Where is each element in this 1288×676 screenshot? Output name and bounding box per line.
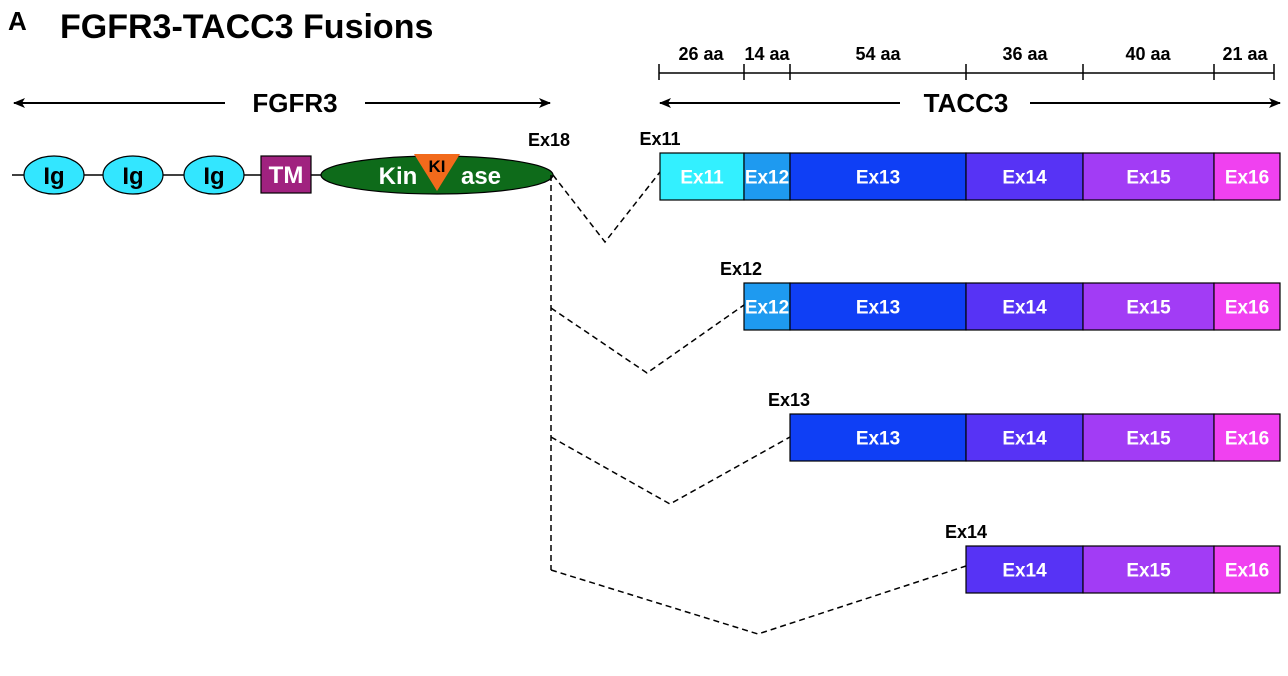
panel-letter: A xyxy=(8,6,27,36)
aa-length-label: 21 aa xyxy=(1222,44,1268,64)
kinase-insert-label: KI xyxy=(429,157,446,176)
exon-label-ex12: Ex12 xyxy=(745,298,789,319)
kinase-domain-label-right: ase xyxy=(461,163,501,190)
ig-domain-3-label: Ig xyxy=(203,163,224,190)
exon-label-ex14: Ex14 xyxy=(1002,561,1047,582)
figure-title: FGFR3-TACC3 Fusions xyxy=(60,8,433,46)
tm-domain-label: TM xyxy=(269,162,304,189)
exon-block-ex16 xyxy=(1213,545,1281,594)
exon-label-ex16: Ex16 xyxy=(1225,429,1269,450)
exon-block-ex14 xyxy=(965,152,1084,201)
ig-domain-2-label: Ig xyxy=(122,163,143,190)
exon-block-ex16 xyxy=(1213,152,1281,201)
exon-label-ex13: Ex13 xyxy=(856,429,900,450)
junction-line-ex14 xyxy=(550,565,967,635)
junction-exon-label: Ex11 xyxy=(639,129,680,149)
aa-ruler: 26 aa 14 aa 54 aa 36 aa 40 aa 21 aa xyxy=(658,44,1275,80)
exon-block-ex15 xyxy=(1082,282,1215,331)
junction-exon-label: Ex13 xyxy=(768,390,810,410)
exon-block-ex12 xyxy=(743,152,791,201)
aa-length-label: 40 aa xyxy=(1125,44,1171,64)
exon-block-ex13 xyxy=(789,413,967,462)
junction-line-ex12 xyxy=(550,304,745,374)
exon-block-ex14 xyxy=(965,413,1084,462)
exon-block-ex13 xyxy=(789,282,967,331)
exon-label-ex15: Ex15 xyxy=(1126,168,1171,189)
exon-label-ex14: Ex14 xyxy=(1002,298,1047,319)
ig-domain-1-label: Ig xyxy=(43,163,64,190)
aa-length-label: 26 aa xyxy=(678,44,724,64)
exon-label-ex14: Ex14 xyxy=(1002,168,1047,189)
exon-label-ex16: Ex16 xyxy=(1225,298,1269,319)
fgfr3-span: FGFR3 xyxy=(13,88,551,118)
ig-domain-2 xyxy=(102,155,164,195)
exon-label-ex15: Ex15 xyxy=(1126,298,1171,319)
exon-label-ex13: Ex13 xyxy=(856,168,900,189)
exon-label-ex14: Ex14 xyxy=(1002,429,1047,450)
kinase-insert-marker xyxy=(414,154,460,191)
tm-domain xyxy=(260,155,312,194)
exon-block-ex11 xyxy=(659,152,745,201)
fgfr3-protein: Ig Ig Ig TM Kin ase KI Ex18 xyxy=(12,130,570,195)
ig-domain-1 xyxy=(23,155,85,195)
kinase-domain-label-left: Kin xyxy=(379,163,418,190)
fusion-junction-lines xyxy=(550,171,967,635)
junction-line-ex13 xyxy=(550,436,791,505)
exon-label-ex11: Ex11 xyxy=(680,168,724,189)
exon-label-ex13: Ex13 xyxy=(856,298,900,319)
exon-label-ex12: Ex12 xyxy=(745,168,789,189)
exon-block-ex14 xyxy=(965,545,1084,594)
fgfr3-label: FGFR3 xyxy=(252,88,337,118)
aa-length-label: 54 aa xyxy=(855,44,901,64)
exon-block-ex16 xyxy=(1213,413,1281,462)
fgfr3-breakpoint-label: Ex18 xyxy=(528,130,570,150)
exon-label-ex15: Ex15 xyxy=(1126,429,1171,450)
junction-exon-label: Ex14 xyxy=(945,522,987,542)
junction-line-ex11 xyxy=(552,171,661,244)
tacc3-label: TACC3 xyxy=(924,88,1009,118)
aa-length-label: 36 aa xyxy=(1002,44,1048,64)
exon-block-ex15 xyxy=(1082,152,1215,201)
tacc3-span: TACC3 xyxy=(659,88,1281,118)
exon-block-ex13 xyxy=(789,152,967,201)
aa-length-label: 14 aa xyxy=(744,44,790,64)
exon-label-ex16: Ex16 xyxy=(1225,168,1269,189)
exon-label-ex15: Ex15 xyxy=(1126,561,1171,582)
junction-exon-label: Ex12 xyxy=(720,259,762,279)
exon-block-ex15 xyxy=(1082,545,1215,594)
ig-domain-3 xyxy=(183,155,245,195)
exon-block-ex15 xyxy=(1082,413,1215,462)
exon-block-ex16 xyxy=(1213,282,1281,331)
exon-label-ex16: Ex16 xyxy=(1225,561,1269,582)
